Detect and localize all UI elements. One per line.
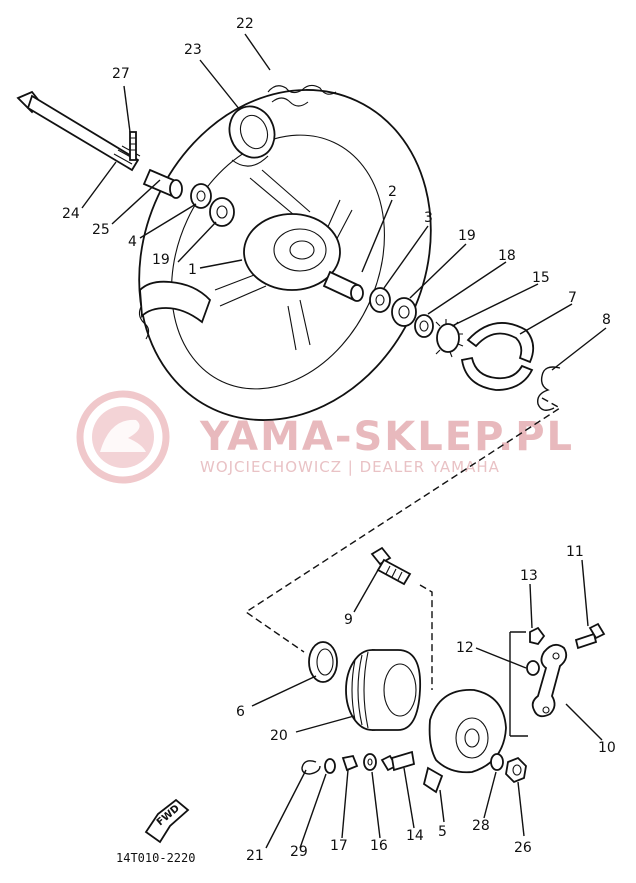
assembly-dashed-line <box>244 397 562 653</box>
bearing-4 <box>190 183 212 209</box>
callout-4: 4 <box>128 234 137 250</box>
indicator-plate-13 <box>529 626 546 646</box>
nut-26 <box>505 756 527 784</box>
callout-19-right: 19 <box>458 228 476 244</box>
fwd-arrow-icon: FWD <box>144 798 190 844</box>
watermark-logo <box>76 390 170 484</box>
nut-12 <box>526 660 540 676</box>
callout-17: 17 <box>330 838 348 854</box>
callout-5: 5 <box>438 824 447 840</box>
callout-8: 8 <box>602 312 611 328</box>
callout-29: 29 <box>290 844 308 860</box>
bearing-19-left <box>209 197 235 227</box>
callout-18: 18 <box>498 248 516 264</box>
seal-6 <box>308 641 338 683</box>
spring-8 <box>537 366 561 411</box>
callout-21: 21 <box>246 848 264 864</box>
spacer-2 <box>322 270 364 302</box>
callout-13: 13 <box>520 568 538 584</box>
callout-20: 20 <box>270 728 288 744</box>
callout-12: 12 <box>456 640 474 656</box>
washer-29 <box>324 758 336 774</box>
brake-arm-10 <box>531 643 568 718</box>
collar-25 <box>142 168 183 199</box>
callout-7: 7 <box>568 290 577 306</box>
callout-28: 28 <box>472 818 490 834</box>
callout-27: 27 <box>112 66 130 82</box>
bracket-lines-12-13 <box>509 631 528 737</box>
bolt-11 <box>574 622 606 650</box>
callout-22: 22 <box>236 16 254 32</box>
washer-17 <box>341 754 359 772</box>
nut-28 <box>490 753 504 771</box>
diagram-code: 14T010-2220 <box>116 851 195 865</box>
watermark-subtitle: WOJCIECHOWICZ | DEALER YAMAHA <box>200 458 500 476</box>
callout-14: 14 <box>406 828 424 844</box>
callout-15: 15 <box>532 270 550 286</box>
bearing-19-right <box>391 297 417 327</box>
callout-23: 23 <box>184 42 202 58</box>
callout-11: 11 <box>566 544 584 560</box>
callout-16: 16 <box>370 838 388 854</box>
callout-19-left: 19 <box>152 252 170 268</box>
bolt-9-dashed-line <box>419 584 433 690</box>
oil-seal-27 <box>129 131 137 161</box>
bearing-3 <box>369 287 391 313</box>
callout-26: 26 <box>514 840 532 856</box>
seal-18 <box>414 314 434 338</box>
callout-3: 3 <box>424 210 433 226</box>
gear-15 <box>435 319 464 358</box>
rim-band-23 <box>228 105 276 167</box>
callout-9: 9 <box>344 612 353 628</box>
callout-24: 24 <box>62 206 80 222</box>
callout-25: 25 <box>92 222 110 238</box>
callouts: 22 23 27 24 25 4 19 1 2 3 19 18 15 7 8 9… <box>62 16 616 864</box>
brake-drum-20 <box>345 649 421 731</box>
camshaft-14 <box>380 750 416 772</box>
callout-10: 10 <box>598 740 616 756</box>
axle-24 <box>16 90 141 172</box>
watermark: YAMA-SKLEP.PL WOJCIECHOWICZ | DEALER YAM… <box>76 390 574 484</box>
brake-shoe-7 <box>460 322 535 391</box>
leader-lines <box>81 33 607 849</box>
callout-1: 1 <box>188 262 197 278</box>
washer-16 <box>363 753 377 771</box>
watermark-title: YAMA-SKLEP.PL <box>199 414 574 460</box>
callout-2: 2 <box>388 184 397 200</box>
wheel-hub-1 <box>214 169 353 351</box>
bolt-9 <box>370 546 412 586</box>
brake-plate-5 <box>422 689 507 794</box>
callout-6: 6 <box>236 704 245 720</box>
